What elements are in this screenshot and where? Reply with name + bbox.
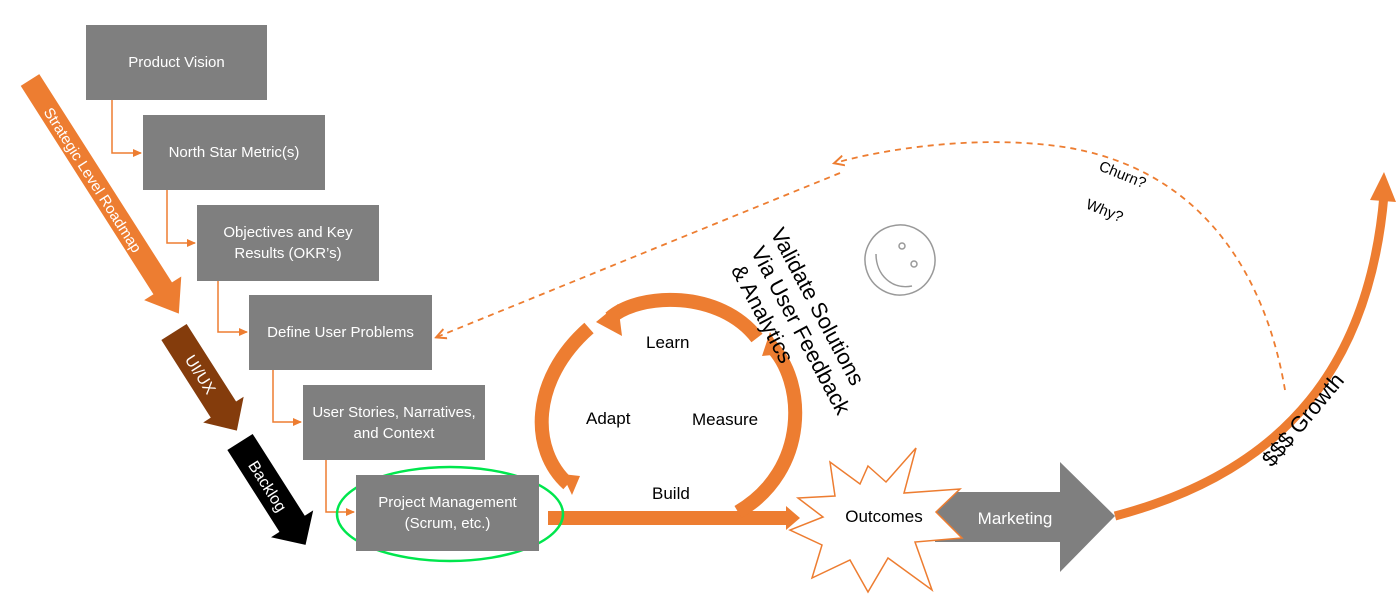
outcomes-label: Outcomes bbox=[845, 507, 922, 526]
user-stories-box: User Stories, Narratives, and Context bbox=[303, 385, 485, 460]
cycle-loop bbox=[534, 292, 803, 519]
outcomes-starburst: Outcomes bbox=[788, 447, 964, 594]
connector-vision-northstar bbox=[111, 100, 142, 157]
roadmap-arrow-label: Strategic Level Roadmap bbox=[40, 105, 145, 256]
roadmap-arrow: Strategic Level Roadmap bbox=[20, 74, 182, 314]
cycle-arrowhead-bottom bbox=[562, 474, 580, 495]
adapt-label: Adapt bbox=[586, 409, 631, 428]
project-management-label: Project Management (Scrum, etc.) bbox=[378, 494, 517, 532]
cycle-arc-top bbox=[605, 292, 763, 343]
user-problems-label: Define User Problems bbox=[267, 324, 414, 341]
north-star-box: North Star Metric(s) bbox=[143, 115, 325, 190]
north-star-label: North Star Metric(s) bbox=[168, 144, 300, 161]
marketing-label: Marketing bbox=[978, 509, 1053, 528]
growth-label: $$$ Growth bbox=[1257, 368, 1349, 471]
churn-label: Churn? bbox=[1097, 158, 1149, 192]
cycle-arrowhead-right bbox=[762, 332, 782, 356]
project-management-box: Project Management (Scrum, etc.) bbox=[356, 475, 539, 551]
cycle-arc-left bbox=[534, 322, 594, 490]
cycle-arc-right bbox=[734, 339, 803, 519]
connector-stories-pm bbox=[325, 460, 355, 516]
connector-okr-problems bbox=[217, 281, 248, 336]
growth-arrowhead bbox=[1370, 172, 1396, 202]
feedback-dashed-curve bbox=[835, 141, 1286, 391]
build-label: Build bbox=[652, 484, 690, 503]
user-problems-box: Define User Problems bbox=[249, 295, 432, 370]
box-connectors bbox=[111, 100, 355, 516]
highlight-ellipse bbox=[335, 465, 565, 563]
marketing-arrow: Marketing bbox=[935, 462, 1115, 572]
growth-curve bbox=[1113, 194, 1389, 521]
uiux-arrow: UI/UX bbox=[161, 323, 244, 431]
measure-label: Measure bbox=[692, 410, 759, 429]
okr-label: Objectives and Key Results (OKR’s) bbox=[223, 224, 353, 262]
okr-box: Objectives and Key Results (OKR’s) bbox=[197, 205, 379, 281]
cycle-arrowhead-top bbox=[596, 304, 622, 336]
connector-problems-stories bbox=[272, 370, 302, 426]
product-vision-box: Product Vision bbox=[86, 25, 267, 100]
learn-label: Learn bbox=[646, 333, 690, 352]
connector-northstar-okr bbox=[166, 190, 196, 247]
smiley-icon bbox=[864, 224, 936, 296]
product-vision-label: Product Vision bbox=[128, 54, 225, 71]
build-arrow bbox=[548, 506, 800, 530]
user-stories-label: User Stories, Narratives, and Context bbox=[312, 403, 476, 442]
why-label: Why? bbox=[1084, 196, 1126, 226]
